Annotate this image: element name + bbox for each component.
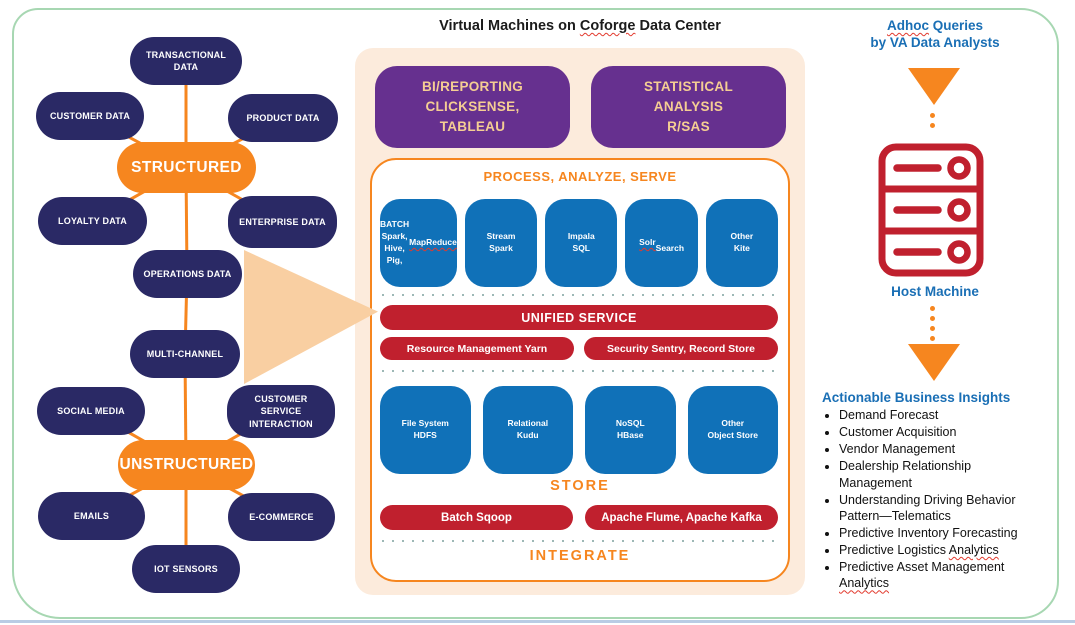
service-bar-row: Resource Management Yarn Security Sentry…	[380, 337, 778, 360]
insight-item: Vendor Management	[839, 441, 1075, 457]
node-social-media: SOCIAL MEDIA	[37, 387, 145, 435]
unstructured-hub-node: UNSTRUCTURED	[118, 440, 255, 490]
resource-management-bar: Resource Management Yarn	[380, 337, 574, 360]
security-sentry-bar: Security Sentry, Record Store	[584, 337, 778, 360]
store-hbase-box: NoSQL HBase	[585, 386, 676, 474]
insight-item: Predictive Inventory Forecasting	[839, 525, 1075, 541]
insights-heading: Actionable Business Insights	[822, 390, 1011, 405]
integrate-bar-row: Batch Sqoop Apache Flume, Apache Kafka	[380, 505, 778, 530]
node-emails: EMAILS	[38, 492, 145, 540]
process-analyze-serve-heading: PROCESS, ANALYZE, SERVE	[483, 169, 677, 184]
diagram-title: Virtual Machines on Coforge Data Center	[439, 18, 721, 34]
node-operations-data: OPERATIONS DATA	[133, 250, 242, 298]
insight-item: Demand Forecast	[839, 407, 1075, 423]
store-object-box: Other Object Store	[687, 386, 778, 474]
flume-kafka-bar: Apache Flume, Apache Kafka	[585, 505, 778, 530]
node-product-data: PRODUCT DATA	[228, 94, 338, 142]
node-transactional-data: TRANSACTIONAL DATA	[130, 37, 242, 85]
dotted-flow-line	[930, 306, 935, 341]
adhoc-queries-label: Adhoc Queries by VA Data Analysts	[870, 18, 1000, 50]
node-e-commerce: E-COMMERCE	[228, 493, 335, 541]
node-enterprise-data: ENTERPRISE DATA	[228, 196, 337, 248]
insight-item: Predictive Asset Management Analytics	[839, 559, 1075, 591]
node-loyalty-data: LOYALTY DATA	[38, 197, 147, 245]
unified-service-bar: UNIFIED SERVICE	[380, 305, 778, 330]
dotted-divider	[382, 540, 776, 542]
integrate-heading: INTEGRATE	[529, 548, 631, 564]
insight-item: Dealership Relationship Management	[839, 458, 1075, 490]
bi-reporting-box: BI/REPORTING CLICKSENSE, TABLEAU	[375, 66, 570, 148]
insight-item: Customer Acquisition	[839, 424, 1075, 440]
host-machine-label: Host Machine	[891, 284, 979, 299]
structured-hub-node: STRUCTURED	[117, 142, 256, 193]
dotted-divider	[382, 370, 776, 372]
store-hdfs-box: File System HDFS	[380, 386, 471, 474]
node-customer-service-interaction: CUSTOMER SERVICE INTERACTION	[227, 385, 335, 438]
engine-batch-box: BATCH Spark, Hive, Pig, MapReduce	[380, 199, 457, 287]
outer-border-frame	[12, 8, 1059, 619]
statistical-analysis-box: STATISTICAL ANALYSIS R/SAS	[591, 66, 786, 148]
engine-stream-box: Stream Spark	[464, 199, 538, 287]
engine-solr-box: Solr Search	[625, 199, 698, 287]
insights-list: Demand Forecast Customer Acquisition Ven…	[822, 406, 1075, 592]
batch-sqoop-bar: Batch Sqoop	[380, 505, 573, 530]
store-heading: STORE	[550, 478, 610, 494]
dotted-divider	[382, 294, 776, 296]
node-iot-sensors: IOT SENSORS	[132, 545, 240, 593]
insight-item: Understanding Driving Behavior Pattern—T…	[839, 492, 1075, 524]
engine-impala-box: Impala SQL	[545, 199, 618, 287]
node-multi-channel: MULTI-CHANNEL	[130, 330, 240, 378]
host-machine-icon	[878, 143, 984, 277]
dotted-flow-line	[930, 113, 935, 128]
bottom-rule-line	[0, 620, 1075, 623]
engine-box-row: BATCH Spark, Hive, Pig, MapReduce Stream…	[380, 199, 779, 287]
store-box-row: File System HDFS Relational Kudu NoSQL H…	[380, 386, 778, 474]
store-kudu-box: Relational Kudu	[482, 386, 573, 474]
insight-item: Predictive Logistics Analytics	[839, 542, 1075, 558]
engine-other-box: Other Kite	[705, 199, 779, 287]
node-customer-data: CUSTOMER DATA	[36, 92, 144, 140]
